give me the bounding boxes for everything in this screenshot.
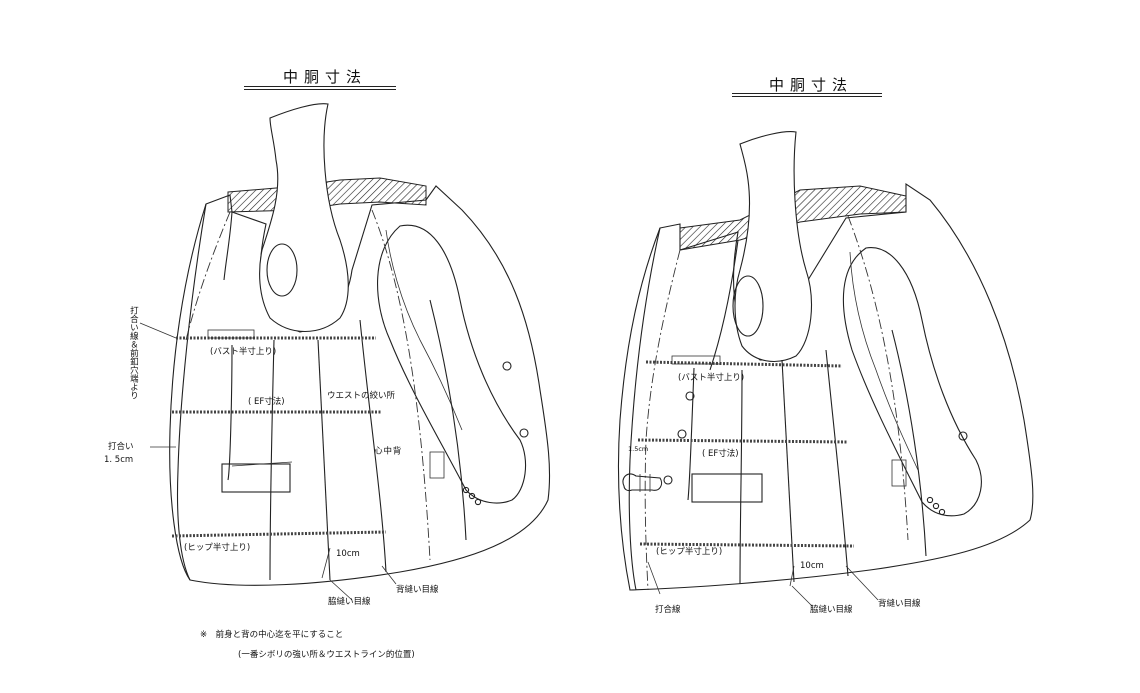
left-arrow-wakinui bbox=[329, 579, 353, 601]
left-label-wakinui: 脇縫い目線 bbox=[328, 597, 371, 607]
right-sleeve-inner bbox=[849, 251, 919, 471]
right-title-underline-2 bbox=[732, 96, 882, 97]
left-label-bust: (バスト半寸上り) bbox=[210, 347, 277, 357]
right-armhole bbox=[732, 275, 764, 337]
left-chest-pocket bbox=[207, 329, 255, 339]
left-title-underline-2 bbox=[244, 89, 396, 90]
left-label-hip: (ヒップ半寸上り) bbox=[184, 543, 251, 553]
right-seam-1 bbox=[687, 367, 695, 501]
right-label-wakinui: 脇縫い目線 bbox=[810, 605, 853, 615]
left-sleeve bbox=[377, 224, 527, 504]
right-title: 中胴寸法 bbox=[769, 76, 854, 94]
left-cuff-button-3 bbox=[474, 498, 482, 506]
right-label-senui: 背縫い目線 bbox=[878, 599, 921, 609]
right-lapel-2 bbox=[709, 239, 739, 371]
left-label-uchiai-line: 打合い線＆前釦穴端より bbox=[128, 306, 139, 400]
left-armhole bbox=[266, 243, 298, 297]
right-hip-line bbox=[639, 542, 855, 548]
right-title-underline bbox=[732, 93, 882, 94]
left-label-senaka: 背中心 bbox=[372, 446, 402, 455]
left-front-edge bbox=[176, 203, 207, 581]
left-hip-line bbox=[171, 530, 387, 538]
right-lapel-dash bbox=[644, 249, 681, 591]
left-pocket-top bbox=[231, 461, 293, 467]
left-title-underline bbox=[244, 86, 396, 87]
right-front-edge bbox=[628, 227, 661, 591]
right-cuff-button-3 bbox=[938, 508, 946, 516]
right-label-10cm: 10cm bbox=[800, 561, 824, 571]
right-label-ef: ( EF寸法) bbox=[702, 449, 739, 459]
left-cuff-button-2 bbox=[468, 492, 476, 500]
right-button-2 bbox=[685, 391, 695, 401]
right-sleeve bbox=[842, 247, 982, 517]
right-bust-line bbox=[645, 360, 843, 368]
left-note-2: (一番シボリの強い所＆ウエストライン的位置) bbox=[238, 650, 415, 660]
left-note-1: ※ 前身と背の中心迄を平にすること bbox=[200, 630, 344, 640]
right-label-hip: (ヒップ半寸上り) bbox=[656, 547, 723, 557]
left-label-senui: 背縫い目線 bbox=[396, 585, 439, 595]
left-title: 中胴寸法 bbox=[283, 68, 368, 86]
right-seam-6 bbox=[891, 329, 927, 557]
right-seam-2 bbox=[739, 369, 743, 585]
right-button-4 bbox=[663, 475, 673, 485]
left-label-10cm: 10cm bbox=[336, 549, 360, 559]
left-arrow-senui bbox=[381, 565, 397, 585]
left-seam-6 bbox=[429, 299, 467, 541]
left-label-waist: ウエストの絞い所 bbox=[327, 391, 396, 401]
left-strap bbox=[259, 103, 349, 333]
left-arrow-uchiai bbox=[139, 322, 177, 339]
left-side-pocket bbox=[429, 451, 445, 479]
right-arrow-uchiai bbox=[647, 561, 661, 595]
right-cuff-button-1 bbox=[926, 496, 934, 504]
right-strap bbox=[734, 131, 812, 362]
right-button-1 bbox=[958, 431, 968, 441]
right-label-small: 1.5cm bbox=[628, 445, 649, 453]
left-label-uchiai-value: 1. 5cm bbox=[104, 455, 134, 465]
left-seam-2 bbox=[269, 339, 275, 581]
left-seam-5 bbox=[371, 209, 431, 561]
left-lapel-line bbox=[185, 211, 231, 341]
right-side-pocket bbox=[891, 459, 907, 487]
left-button-1 bbox=[502, 361, 512, 371]
right-ef-line bbox=[637, 438, 849, 444]
right-label-uchiai-sen: 打合線 bbox=[655, 605, 681, 615]
right-seam-5 bbox=[847, 215, 909, 541]
right-seam-3 bbox=[781, 359, 795, 583]
left-lapel-line-2 bbox=[223, 211, 233, 281]
right-button-3 bbox=[677, 429, 687, 439]
left-seam-4 bbox=[359, 319, 387, 573]
right-seam-4 bbox=[825, 349, 849, 577]
right-flap-pocket bbox=[691, 473, 763, 503]
left-arrow-10cm bbox=[321, 547, 331, 579]
left-cuff-button-1 bbox=[462, 486, 470, 494]
right-arrow-wakinui bbox=[791, 585, 813, 607]
right-arrow-10cm bbox=[789, 565, 795, 587]
left-seam-1 bbox=[227, 344, 233, 481]
left-sleeve-inner bbox=[385, 229, 463, 431]
left-label-ef: ( EF寸法) bbox=[248, 397, 285, 407]
right-label-bust: (バスト半寸上り) bbox=[678, 373, 745, 383]
left-button-2 bbox=[519, 428, 529, 438]
right-chest-pocket bbox=[671, 355, 721, 365]
right-buttonhole-marks bbox=[622, 473, 663, 492]
left-seam-3 bbox=[317, 339, 331, 581]
right-arrow-senui bbox=[845, 565, 879, 601]
left-label-uchiai: 打合い bbox=[108, 442, 134, 452]
right-cuff-button-2 bbox=[932, 502, 940, 510]
